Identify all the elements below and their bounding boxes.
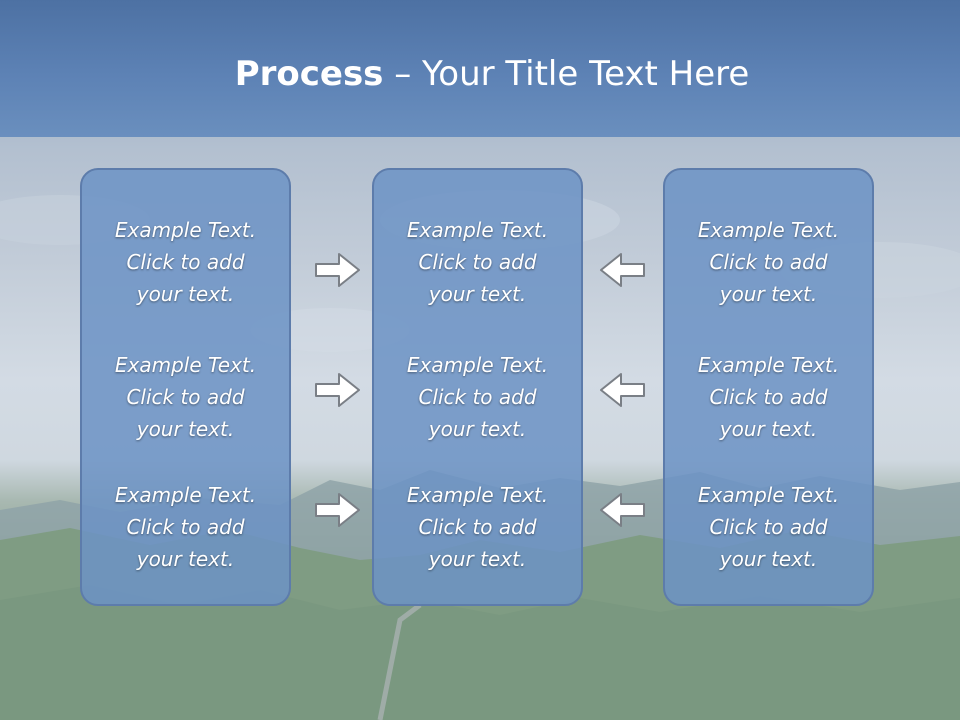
panel-text[interactable]: Example Text. Click to add your text. — [114, 353, 257, 441]
slide-title[interactable]: Process – Your Title Text Here — [0, 52, 960, 96]
title-rest: – Your Title Text Here — [383, 54, 750, 94]
left-arrow-icon — [600, 253, 645, 287]
panel-text[interactable]: Example Text. Click to add your text. — [697, 483, 840, 571]
panel-text[interactable]: Example Text. Click to add your text. — [406, 218, 549, 306]
panel-text[interactable]: Example Text. Click to add your text. — [697, 218, 840, 306]
panel-text[interactable]: Example Text. Click to add your text. — [114, 483, 257, 571]
title-bar — [0, 0, 960, 137]
panel-text[interactable]: Example Text. Click to add your text. — [406, 353, 549, 441]
right-arrow-icon — [315, 373, 360, 407]
title-bold: Process — [234, 54, 384, 94]
left-arrow-icon — [600, 373, 645, 407]
panel-text[interactable]: Example Text. Click to add your text. — [697, 353, 840, 441]
left-arrow-icon — [600, 493, 645, 527]
panel-left[interactable]: Example Text. Click to add your text. Ex… — [80, 168, 291, 606]
panel-center[interactable]: Example Text. Click to add your text. Ex… — [372, 168, 583, 606]
right-arrow-icon — [315, 493, 360, 527]
panel-text[interactable]: Example Text. Click to add your text. — [114, 218, 257, 306]
panel-right[interactable]: Example Text. Click to add your text. Ex… — [663, 168, 874, 606]
panel-text[interactable]: Example Text. Click to add your text. — [406, 483, 549, 571]
right-arrow-icon — [315, 253, 360, 287]
